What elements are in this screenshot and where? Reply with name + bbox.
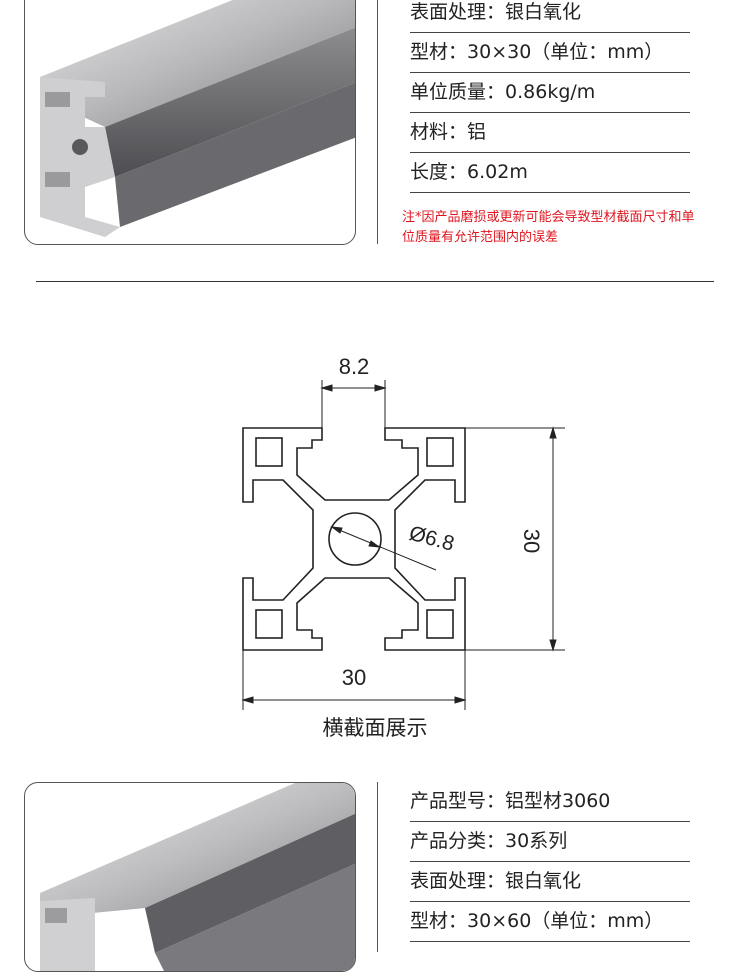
spec-value: 30×30（单位：mm） xyxy=(467,41,664,63)
section-divider xyxy=(36,281,714,282)
spec-value: 银白氧化 xyxy=(505,1,582,23)
spec-value: 30系列 xyxy=(505,830,568,852)
pocket-bottom-left xyxy=(255,609,283,639)
spec-row-profile: 型材：30×30（单位：mm） xyxy=(410,33,690,73)
spec-label: 表面处理： xyxy=(410,870,506,892)
dim-width: 30 xyxy=(342,665,366,690)
center-hole xyxy=(328,512,382,566)
product-photo-top xyxy=(24,0,356,245)
spec-value: 0.86kg/m xyxy=(505,81,596,103)
spec-row-unit-mass: 单位质量：0.86kg/m xyxy=(410,73,690,113)
spec-row-profile-bottom: 型材：30×60（单位：mm） xyxy=(410,902,690,942)
spec-label: 产品型号： xyxy=(410,790,506,812)
dim-hole-diameter: Ø6.8 xyxy=(407,522,457,556)
cross-section-drawing: 8.2 Ø6.8 30 30 xyxy=(241,354,565,710)
divider-vertical-bottom xyxy=(377,782,378,952)
spec-label: 表面处理： xyxy=(410,1,506,23)
spec-value: 铝型材3060 xyxy=(505,790,611,812)
pocket-top-left xyxy=(255,437,283,467)
spec-value: 铝 xyxy=(467,121,487,143)
pocket-top-right xyxy=(426,437,454,467)
spec-label: 长度： xyxy=(410,161,468,183)
spec-value: 6.02m xyxy=(467,161,528,183)
cross-section-caption: 横截面展示 xyxy=(322,716,428,740)
spec-label: 单位质量： xyxy=(410,81,506,103)
spec-row-surface-bottom: 表面处理：银白氧化 xyxy=(410,862,690,902)
product-photo-bottom xyxy=(24,782,356,972)
divider-vertical-top xyxy=(377,0,378,244)
pocket-bottom-right xyxy=(426,609,454,639)
spec-row-surface: 表面处理：银白氧化 xyxy=(410,0,690,33)
spec-label: 产品分类： xyxy=(410,830,506,852)
dim-height: 30 xyxy=(519,529,544,553)
spec-value: 银白氧化 xyxy=(505,870,582,892)
spec-row-category: 产品分类：30系列 xyxy=(410,822,690,862)
spec-row-length: 长度：6.02m xyxy=(410,153,690,193)
spec-label: 材料： xyxy=(410,121,468,143)
spec-value: 30×60（单位：mm） xyxy=(467,910,664,932)
spec-row-material: 材料：铝 xyxy=(410,113,690,153)
tolerance-note: 注*因产品磨损或更新可能会导致型材截面尺寸和单位质量有允许范围内的误差 xyxy=(402,210,695,245)
dim-slot-width: 8.2 xyxy=(339,354,370,379)
spec-label: 型材： xyxy=(410,41,468,63)
spec-label: 型材： xyxy=(410,910,468,932)
spec-row-model: 产品型号：铝型材3060 xyxy=(410,782,690,822)
